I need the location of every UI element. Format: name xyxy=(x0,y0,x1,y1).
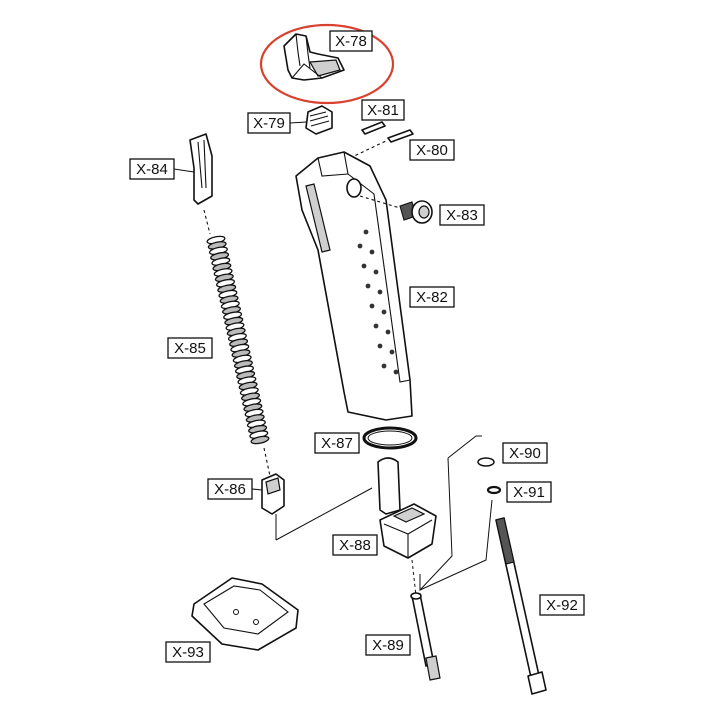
part-x92-drawing xyxy=(495,517,547,695)
part-pins-drawing xyxy=(361,121,414,143)
label-x78: X-78 xyxy=(335,33,367,50)
label-x83-box xyxy=(439,204,485,226)
highlight-ellipse xyxy=(259,23,395,105)
part-x85-spring-drawing xyxy=(206,235,270,445)
label-x87: X-87 xyxy=(321,435,353,452)
label-x83: X-83 xyxy=(446,207,478,224)
label-x87-box xyxy=(314,432,360,454)
label-x82: X-82 xyxy=(416,289,448,306)
part-x84-drawing xyxy=(189,133,213,235)
label-x86: X-86 xyxy=(214,481,246,498)
label-x80-box xyxy=(409,139,455,161)
label-x93: X-93 xyxy=(172,644,204,661)
label-x92: X-92 xyxy=(546,597,578,614)
spring-coil xyxy=(250,435,270,445)
part-x93-drawing xyxy=(191,577,299,651)
label-x85: X-85 xyxy=(174,340,206,357)
part-x86-drawing xyxy=(261,473,285,515)
label-x81-box xyxy=(361,99,405,121)
label-x93-box xyxy=(165,641,211,663)
part-x87-oring-drawing xyxy=(362,426,418,450)
label-x91: X-91 xyxy=(513,484,545,501)
label-x88: X-88 xyxy=(339,537,371,554)
label-x92-box xyxy=(539,594,585,616)
label-x89-box xyxy=(365,634,411,656)
label-x90-box xyxy=(502,442,548,464)
label-x85-box xyxy=(167,337,213,359)
assembly-lines xyxy=(275,435,493,597)
label-x84: X-84 xyxy=(136,161,168,178)
label-x79: X-79 xyxy=(253,115,285,132)
label-x81: X-81 xyxy=(367,102,399,119)
label-x90: X-90 xyxy=(509,445,541,462)
part-x79-drawing xyxy=(305,105,333,135)
part-x90-x91-drawing xyxy=(477,457,502,495)
part-x88-drawing xyxy=(377,457,437,559)
label-x78-box xyxy=(329,30,373,52)
label-x89: X-89 xyxy=(372,637,404,654)
label-x91-box xyxy=(506,481,552,503)
label-x88-box xyxy=(332,534,378,556)
magazine-witness-holes xyxy=(357,229,399,375)
part-x78-drawing xyxy=(283,33,345,81)
part-x82-magazine-drawing xyxy=(295,151,413,421)
label-x80: X-80 xyxy=(416,142,448,159)
part-x83-drawing xyxy=(359,195,433,224)
label-x82-box xyxy=(409,286,455,308)
part-x89-drawing xyxy=(410,592,441,681)
